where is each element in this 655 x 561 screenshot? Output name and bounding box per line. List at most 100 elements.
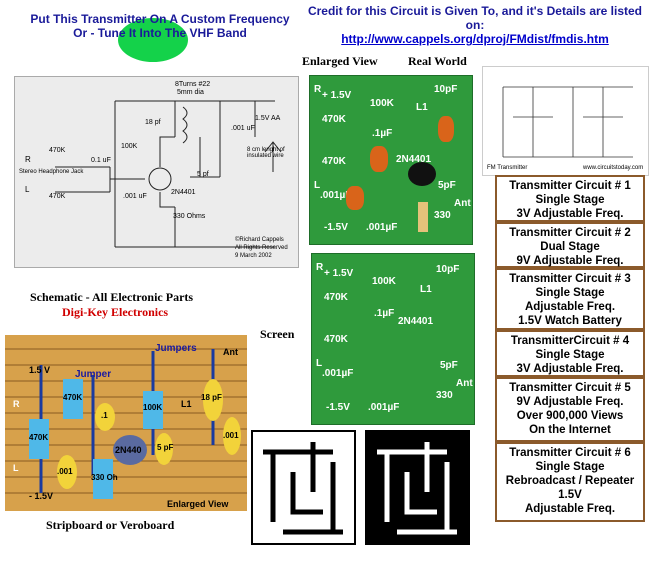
r100k-label: 100K: [121, 143, 138, 150]
strip-r470a-label: 470K: [63, 393, 83, 402]
enlarged-view-label: Enlarged View: [302, 54, 378, 68]
coil-dia-label: 5mm dia: [177, 89, 204, 96]
copyright-1: ©Richard Cappels: [235, 237, 284, 243]
digikey-label: Digi-Key Electronics: [62, 305, 169, 319]
pcb-minus: -1.5V: [324, 222, 348, 233]
strip-c001b: [57, 455, 77, 489]
c001b-label: .001 uF: [123, 193, 147, 200]
circuit-box-3[interactable]: Transmitter Circuit # 3 Single Stage Adj…: [495, 268, 645, 330]
circuit-box-2[interactable]: Transmitter Circuit # 2 Dual Stage 9V Ad…: [495, 222, 645, 268]
circuit-box-5[interactable]: Transmitter Circuit # 5 9V Adjustable Fr…: [495, 377, 645, 442]
pcb-real-world: + 1.5V 100K 10pF R 470K L1 .1µF 470K 2N4…: [309, 75, 473, 245]
circuit-box-1[interactable]: Transmitter Circuit # 1 Single Stage 3V …: [495, 175, 645, 222]
strip-jumpers: Jumpers: [155, 343, 197, 354]
strip-c5-label: 5 pF: [157, 443, 174, 452]
screen-r330: 330: [436, 390, 453, 401]
thumb-caption: FM Transmitter: [487, 165, 528, 171]
strip-transistor: [113, 435, 147, 465]
circuit-6-line-1: Transmitter Circuit # 6: [509, 447, 631, 459]
jack-label: Stereo Headphone Jack: [19, 169, 84, 175]
pcb-c001a: .001µF: [320, 190, 352, 201]
coil-label: 8Turns #22: [175, 81, 211, 88]
screen-c10pf: 10pF: [436, 264, 460, 275]
circuit-1-line-1: Transmitter Circuit # 1: [509, 180, 631, 192]
screen-minus: -1.5V: [326, 402, 350, 413]
stripboard-label: Stripboard or Veroboard: [46, 518, 175, 532]
pcb-c10pf: 10pF: [434, 84, 458, 95]
title: Put This Transmitter On A Custom Frequen…: [20, 12, 300, 40]
green-highlight: [118, 18, 188, 62]
thumb-site: www.circuitstoday.com: [583, 165, 644, 171]
screen-transistor: 2N4401: [398, 316, 434, 327]
r-label: R: [25, 155, 31, 164]
c01-label: 0.1 uF: [91, 157, 111, 164]
strip-enlarged-view: Enlarged View: [167, 499, 229, 509]
strip-r470b: [29, 419, 49, 459]
circuit-3-line-2: Single Stage: [535, 287, 605, 299]
pcb-r470b: 470K: [322, 156, 346, 167]
circuit-5-line-4: On the Internet: [529, 424, 611, 436]
transistor-body: [408, 162, 436, 186]
r470b-label: 470K: [49, 193, 66, 200]
circuit-box-6[interactable]: Transmitter Circuit # 6 Single Stage Reb…: [495, 442, 645, 522]
circuit-3-line-1: Transmitter Circuit # 3: [509, 273, 631, 285]
schematic-parts-label: Schematic - All Electronic Parts: [30, 290, 194, 304]
source-link[interactable]: http://www.cappels.org/dproj/FMdist/fmdi…: [341, 32, 609, 46]
strip-r100k-label: 100K: [143, 403, 163, 412]
pcb-mask-white: [251, 430, 356, 545]
thumbnail-schematic: FM Transmitter www.circuitstoday.com: [482, 66, 649, 176]
circuit-4-line-2: Single Stage: [535, 349, 605, 361]
screen-r470a: 470K: [324, 292, 348, 303]
circuit-6-line-3: Rebroadcast / Repeater: [505, 475, 635, 487]
r330-label: 330 Ohms: [173, 213, 206, 220]
pcb-r: R: [314, 84, 322, 95]
circuit-1-line-3: 3V Adjustable Freq.: [516, 208, 624, 220]
circuit-5-line-2: 9V Adjustable Freq.: [516, 396, 624, 408]
strip-l1-label: L1: [181, 399, 192, 409]
circuit-box-4[interactable]: TransmitterCircuit # 4 Single Stage 3V A…: [495, 330, 645, 377]
pcb-c001b: .001µF: [366, 222, 398, 233]
screen-l: L: [316, 358, 323, 369]
copyright-2: All Rights Reserved: [235, 245, 288, 251]
strip-c001b-label: .001: [57, 467, 73, 476]
strip-c001a-label: .001: [223, 431, 239, 440]
capacitor-2: [346, 186, 364, 210]
pcb-r330: 330: [434, 210, 451, 221]
circuit-3-line-4: 1.5V Watch Battery: [518, 315, 622, 327]
credit: Credit for this Circuit is Given To, and…: [300, 4, 650, 46]
pcb-r470a: 470K: [322, 114, 346, 125]
pcb-l1: L1: [416, 102, 428, 113]
strip-plus: 1.5 V: [29, 365, 51, 375]
circuit-5-line-3: Over 900,000 Views: [516, 410, 624, 422]
capacitor-1: [370, 146, 388, 172]
screen-r100k: 100K: [372, 276, 396, 287]
pcb-l: L: [314, 180, 321, 191]
circuit-4-line-1: TransmitterCircuit # 4: [510, 335, 630, 347]
screen-r470b: 470K: [324, 334, 348, 345]
mask-traces-white: [263, 442, 343, 535]
mask-traces-black: [377, 442, 457, 535]
strip-r470b-label: 470K: [29, 433, 49, 442]
strip-c01-label: .1: [101, 411, 108, 420]
circuit-6-line-2: Single Stage: [535, 461, 605, 473]
screen-plus: + 1.5V: [324, 268, 354, 279]
circuit-6-line-4: 1.5V: [558, 489, 582, 501]
circuit-3-line-3: Adjustable Freq.: [524, 301, 616, 313]
pcb-ant: Ant: [454, 198, 471, 209]
strip-ant: Ant: [223, 347, 238, 357]
pcb-transistor: 2N4401: [396, 154, 432, 165]
strip-r330-label: 330 Oh: [91, 473, 118, 482]
capacitor-3: [438, 116, 454, 142]
pcb-c5pf: 5pF: [438, 180, 456, 191]
pcb-plus: + 1.5V: [322, 90, 352, 101]
screen-label: Screen: [260, 327, 295, 341]
pcb-c1uf: .1µF: [372, 128, 393, 139]
circuit-6-line-5: Adjustable Freq.: [524, 503, 616, 515]
c001a-label: .001 uF: [231, 125, 255, 132]
c18-label: 18 pf: [145, 119, 161, 126]
transistor-label: 2N4401: [171, 189, 196, 196]
l-label: L: [25, 185, 30, 194]
screen-ant: Ant: [456, 378, 473, 389]
title-line-1: Put This Transmitter On A Custom Frequen…: [30, 12, 290, 26]
screen-r: R: [316, 262, 324, 273]
